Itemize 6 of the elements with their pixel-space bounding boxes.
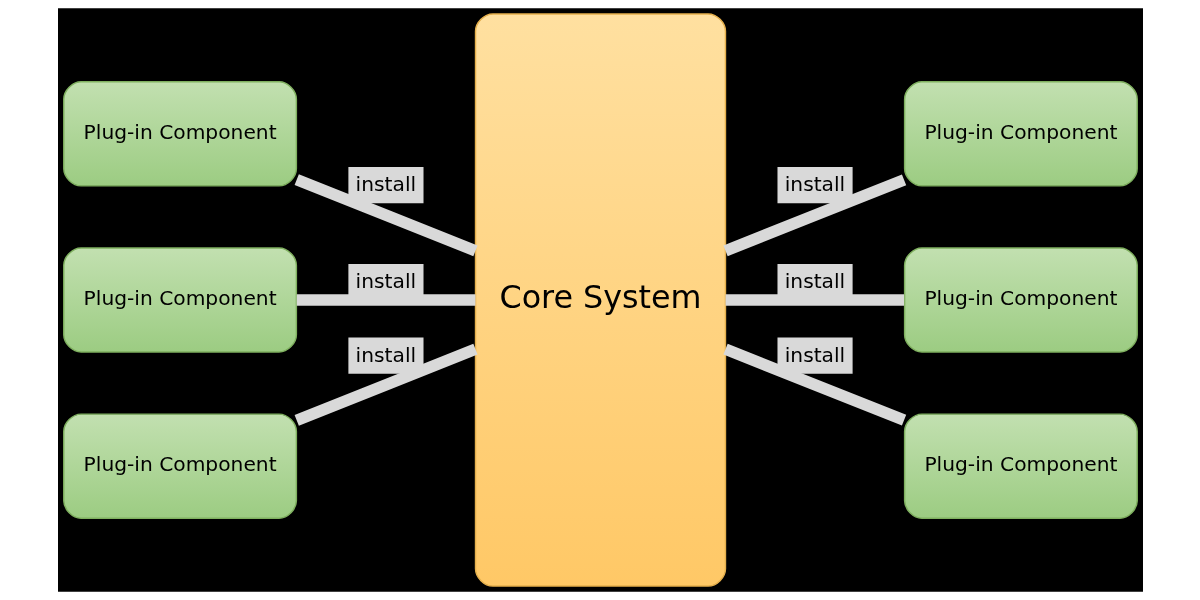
edge-label: install <box>355 269 416 294</box>
edge-label: install <box>784 172 845 197</box>
edge-label: install <box>355 342 416 367</box>
edge-label: install <box>784 342 845 367</box>
edge-label: install <box>355 172 416 197</box>
edge-label: install <box>784 269 845 294</box>
